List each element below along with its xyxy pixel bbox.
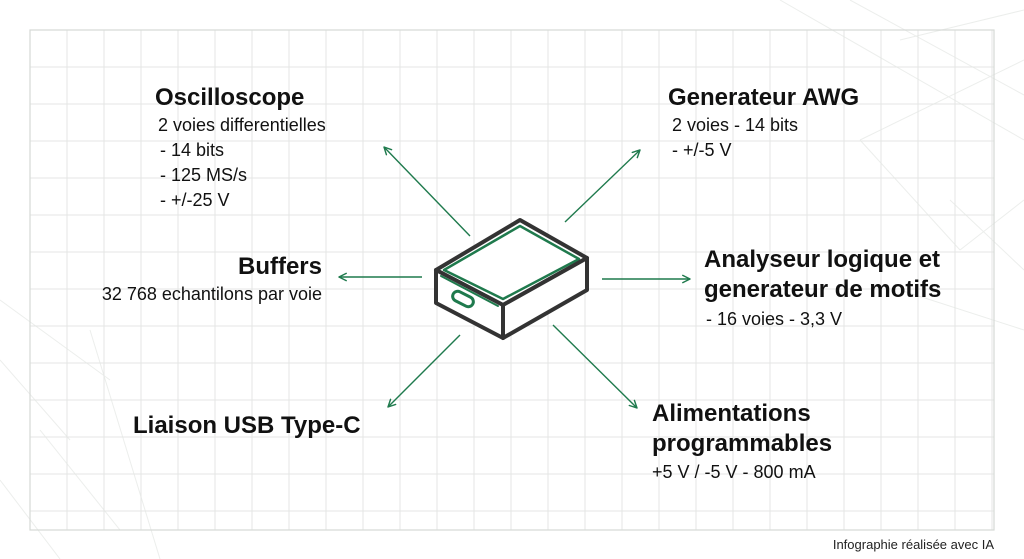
decorative-line [0, 299, 111, 381]
usb-block: Liaison USB Type-C [133, 411, 361, 441]
logic-block: Analyseur logique et generateur de motif… [704, 245, 941, 332]
decorative-line [849, 0, 1024, 96]
oscilloscope-line-3: - 125 MS/s [160, 165, 248, 185]
arrows [338, 146, 691, 409]
decorative-line [859, 59, 1024, 141]
arrow-power [552, 324, 638, 409]
power-title-line-2: programmables [652, 430, 833, 457]
decorative-line [949, 199, 1024, 271]
oscilloscope-line-1: 2 voies differentielles [158, 115, 326, 135]
awg-block: Generateur AWG 2 voies - 14 bits - +/-5 … [668, 83, 859, 163]
power-line-1: +5 V / -5 V - 800 mA [652, 462, 816, 482]
decorative-line [899, 289, 1024, 331]
arrow-awg [564, 149, 641, 223]
usb-title: Liaison USB Type-C [133, 412, 361, 439]
grid-border [29, 29, 995, 531]
awg-line-1: 2 voies - 14 bits [672, 115, 799, 135]
awg-line-2: - +/-5 V [672, 140, 732, 160]
ai-credit-footer: Infographie réalisée avec IA [832, 537, 994, 552]
arrow-usb [387, 334, 461, 408]
buffers-title: Buffers [237, 253, 322, 280]
logic-line-1: - 16 voies - 3,3 V [706, 309, 843, 329]
device-front-accent [440, 275, 499, 307]
buffers-block: Buffers 32 768 echantilons par voie [30, 252, 322, 307]
decorative-line [89, 329, 161, 559]
decorative-line [779, 0, 1024, 141]
logic-title-line-2: generateur de motifs [704, 276, 942, 303]
decorative-line [39, 429, 121, 531]
power-block: Alimentations programmables +5 V / -5 V … [652, 399, 832, 485]
decorative-line [899, 9, 1024, 41]
oscilloscope-line-2: - 14 bits [160, 140, 225, 160]
usb-c-port-icon [451, 289, 475, 309]
buffers-line-1: 32 768 echantilons par voie [101, 284, 322, 304]
usb-device-icon [434, 218, 589, 340]
power-title-line-1: Alimentations [652, 400, 811, 427]
oscilloscope-title: Oscilloscope [155, 84, 305, 111]
oscilloscope-line-4: - +/-25 V [160, 190, 230, 210]
device-top-accent [442, 224, 581, 301]
oscilloscope-block: Oscilloscope 2 voies differentielles - 1… [155, 83, 326, 213]
device-side-face [501, 256, 589, 340]
arrow-oscilloscope [383, 146, 471, 237]
decorative-line [859, 139, 961, 251]
logic-title-line-1: Analyseur logique et [704, 246, 941, 273]
awg-title: Generateur AWG [668, 84, 860, 111]
